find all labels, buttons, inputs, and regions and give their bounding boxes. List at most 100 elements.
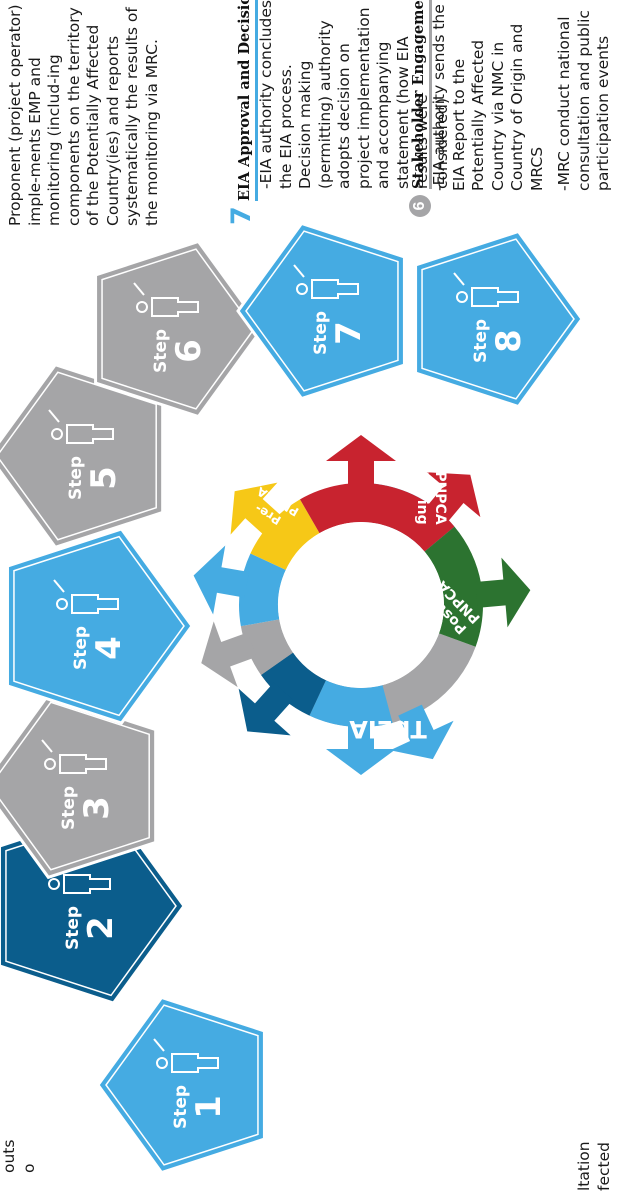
pentagon-shape — [414, 229, 584, 409]
pentagon-shape — [96, 995, 266, 1175]
step7-heading: EIA Approval and Decision on the project — [236, 0, 258, 201]
arrow-step4 — [193, 545, 250, 615]
icon-body — [66, 424, 114, 444]
icon-head — [44, 758, 56, 770]
pentagon-outline — [105, 1004, 259, 1166]
arrow-step7 — [425, 472, 481, 525]
partial-line: ltation — [575, 1141, 593, 1191]
icon-body — [151, 297, 199, 317]
step-word: Step — [151, 329, 171, 373]
pentagon-outline — [0, 701, 150, 871]
icon-body — [311, 279, 359, 299]
ring-hole — [278, 522, 444, 688]
pentagon-shape — [0, 692, 158, 880]
step8-description: Proponent (project operator) imple-ments… — [6, 0, 162, 226]
icon-body — [471, 287, 519, 307]
icon-body — [63, 874, 111, 894]
step6-text-2: -MRC conduct national consultation and p… — [555, 10, 612, 191]
arrow-tbeia — [390, 704, 454, 760]
pentagon-shape — [236, 221, 406, 401]
partial-line: fected — [594, 1142, 613, 1191]
step-number: 8 — [489, 329, 529, 353]
icon-accent — [53, 579, 65, 593]
step-number: 4 — [89, 636, 129, 660]
icon-accent — [48, 409, 60, 423]
partial-line: outs — [0, 1139, 18, 1173]
ring-segment — [309, 680, 393, 727]
icon-accent — [41, 739, 53, 753]
icon-head — [48, 878, 60, 890]
step6-number: 6 — [411, 201, 428, 211]
person-idea-icon — [293, 264, 359, 299]
partial-text-top: outs o — [0, 1113, 39, 1173]
pre-pnpca-segment — [250, 499, 320, 570]
icon-accent — [133, 282, 145, 296]
step-number: 2 — [81, 916, 121, 940]
step-number: 6 — [169, 339, 209, 363]
step-word: Step — [66, 456, 86, 500]
icon-head — [156, 1057, 168, 1069]
arrow-step6 — [326, 435, 396, 489]
two-people-talking-icon — [41, 739, 107, 774]
arrow-step8 — [475, 557, 531, 628]
step-word: Step — [471, 319, 491, 363]
ring-segment — [261, 652, 326, 716]
icon-body — [71, 594, 119, 614]
person-presentation-icon — [133, 282, 199, 317]
step6-description-2: -MRC conduct national consultation and p… — [555, 0, 614, 191]
icon-body — [59, 754, 107, 774]
partial-text-bottom: ltation fected — [575, 1101, 614, 1191]
step6-number-badge: 6 — [409, 195, 431, 217]
pentagon-shape — [0, 362, 165, 550]
icon-accent — [153, 1038, 165, 1052]
pentagon-outline — [13, 535, 185, 717]
step-word: Step — [171, 1085, 191, 1129]
icon-accent — [453, 272, 465, 286]
step-word: Step — [71, 626, 91, 670]
arrow-step5 — [230, 482, 284, 538]
arrow-step3 — [201, 621, 257, 688]
tbeia-label: TbEIA — [349, 715, 427, 743]
arrow-step2 — [238, 682, 294, 736]
step-word: Step — [311, 311, 331, 355]
step7-heading-text: EIA Approval and Decision on the project — [236, 0, 253, 201]
during-label: During — [414, 471, 430, 524]
step-number: 5 — [84, 466, 124, 490]
icon-head — [56, 598, 68, 610]
person-directions-icon — [53, 579, 119, 614]
post-pnpca-segment — [424, 526, 483, 647]
step-number: 3 — [77, 796, 117, 820]
partial-line: o — [19, 1163, 38, 1173]
icon-head — [51, 428, 63, 440]
step-number: 7 — [329, 321, 369, 345]
step6-description-1: -EIA authority sends the EIA Report to t… — [430, 0, 547, 191]
step6-heading-text: Stakeholder Engagement — [410, 0, 427, 189]
step-number: 1 — [189, 1095, 229, 1119]
person-document-icon — [48, 409, 114, 444]
step6-text-1: -EIA authority sends the EIA Report to t… — [430, 4, 546, 191]
icon-head — [296, 283, 308, 295]
pentagon-shape — [5, 527, 194, 725]
step7-number: 7 — [226, 206, 257, 225]
arrow-step1 — [326, 721, 396, 775]
people-chart-icon — [453, 272, 519, 307]
step-word: Step — [59, 786, 79, 830]
icon-head — [456, 291, 468, 303]
ring-segment — [240, 619, 294, 675]
during-label: PNPCA — [432, 471, 448, 525]
pentagon-outline — [0, 371, 157, 541]
pentagon-outline — [421, 238, 575, 400]
pentagon-outline — [101, 248, 255, 410]
icon-body — [171, 1053, 219, 1073]
